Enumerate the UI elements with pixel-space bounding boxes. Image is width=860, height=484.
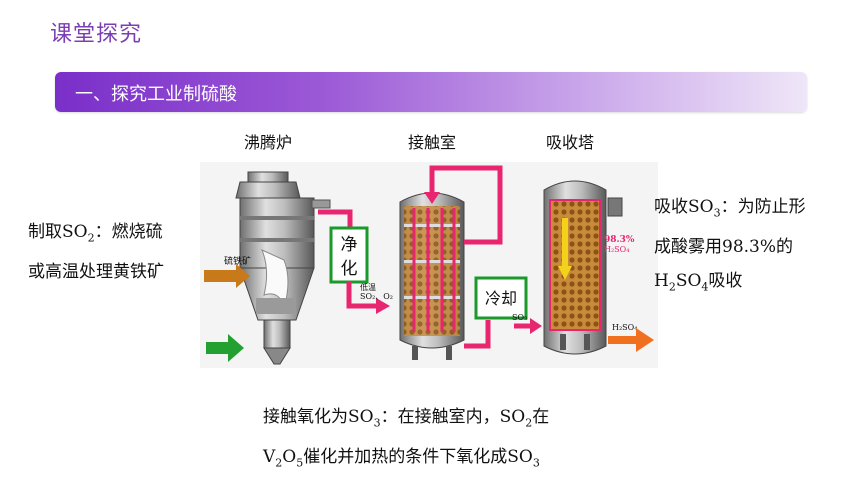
note-left-line-1: 制取SO2：燃烧硫 (28, 222, 163, 245)
product-arrow (608, 328, 654, 352)
purify-char-2: 化 (341, 259, 358, 279)
flow-arrowhead-2 (376, 298, 390, 314)
note-bottom-line-1: 接触氧化为SO3：在接触室内，SO2在 (263, 407, 550, 430)
acid-formula-label: H₂SO₄ (604, 245, 629, 254)
page-title: 课堂探究 (50, 22, 143, 47)
cool-box (474, 276, 528, 320)
note-bottom-line-2: V2O5催化并加热的条件下氧化成SO3 (263, 447, 540, 470)
process-diagram-svg: 沸腾炉 接触室 吸收塔 硫铁矿 净 化 低温 SO₂、O₂ (200, 133, 658, 368)
flow-pipe-3 (464, 320, 491, 349)
flow-arrowhead-4 (530, 318, 542, 334)
product-label: H₂SO₄ (612, 323, 637, 332)
boiling-furnace (235, 171, 331, 365)
section-banner: 一、探究工业制硫酸 (55, 72, 807, 112)
acid-pct-label: 98.3% (604, 235, 635, 245)
inlet-label-a: 低温 (360, 282, 376, 292)
note-left-line-2: 或高温处理黄铁矿 (28, 262, 164, 283)
stage-contact-label: 接触室 (408, 133, 456, 152)
note-right-line-1: 吸收SO3：为防止形 (654, 197, 806, 220)
note-contact-oxidation: 接触氧化为SO3：在接触室内，SO2在 V2O5催化并加热的条件下氧化成SO3 (263, 400, 643, 481)
process-diagram: 沸腾炉 接触室 吸收塔 硫铁矿 净 化 低温 SO₂、O₂ (200, 120, 660, 384)
recirculation-arrowhead (424, 192, 440, 204)
note-absorb-so3: 吸收SO3：为防止形 成酸雾用98.3%的 H2SO4吸收 (654, 190, 854, 305)
section-title: 一、探究工业制硫酸 (75, 84, 237, 105)
purify-char-1: 净 (341, 235, 358, 255)
recirculation-pipe (429, 165, 503, 245)
note-produce-so2: 制取SO2：燃烧硫 或高温处理黄铁矿 (28, 215, 208, 289)
air-inlet-arrow (206, 334, 244, 362)
absorption-tower (543, 180, 623, 355)
stage-furnace-label: 沸腾炉 (244, 133, 292, 152)
cool-label: 冷却 (485, 289, 517, 308)
contact-chamber (399, 192, 465, 360)
inlet-label-b: SO₂、O₂ (360, 292, 393, 301)
stage-absorber-label: 吸收塔 (546, 133, 594, 152)
ore-feed-arrow (204, 264, 250, 288)
ore-feed-label: 硫铁矿 (224, 255, 251, 267)
note-right-line-3: H2SO4吸收 (654, 271, 743, 294)
flow-pipe-2 (346, 282, 378, 309)
purify-box (329, 226, 369, 284)
so3-small-label: SO₃ (512, 313, 527, 322)
note-right-line-2: 成酸雾用98.3%的 (654, 237, 794, 258)
